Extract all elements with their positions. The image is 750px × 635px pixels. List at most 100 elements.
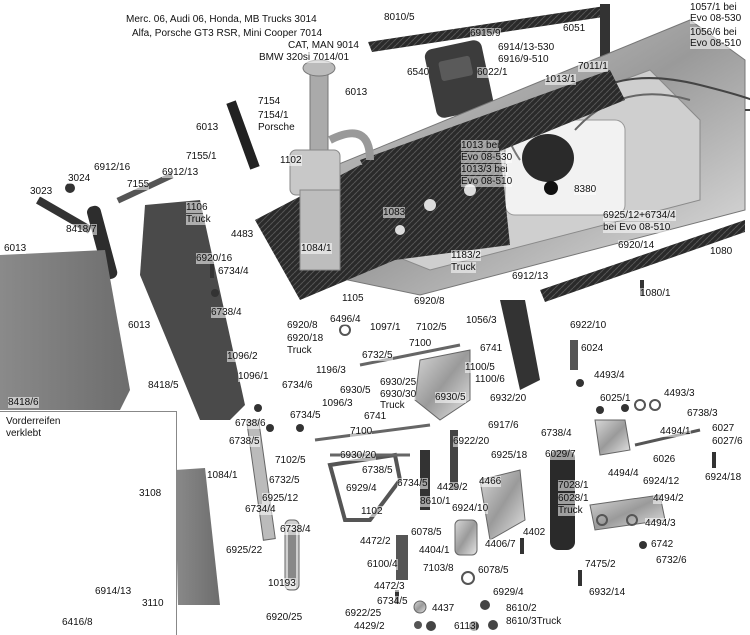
part-label-4472-2: 4472/2 [360,536,391,547]
part-label-truck-4: Truck [380,400,405,411]
inset-title-line2: verklebt [6,428,42,439]
part-label-7028-1: 7028/1 [558,480,589,491]
part-label-6741-a: 6741 [480,343,503,354]
inset-title: Vorderreifen verklebt [6,416,60,440]
part-label-4472-3: 4472/3 [374,581,405,592]
part-label-6920-8-a: 6920/8 [414,296,445,307]
part-label-4493-3: 4493/3 [664,388,695,399]
part-label-1097-1: 1097/1 [370,322,401,333]
part-label-1084-1-b: 1084/1 [207,470,238,481]
part-label-6925-22: 6925/22 [226,545,263,556]
part-label-1102-a: 1102 [280,155,302,166]
carbon-rail-1080 [540,220,745,302]
part-label-6912-13-b: 6912/13 [512,271,549,282]
battery-box [424,40,494,118]
part-label-6912-13-a: 6912/13 [162,167,199,178]
part-label-8610-3-truck: 8610/3Truck [506,616,562,627]
part-label-6022-1: 6022/1 [477,67,508,78]
part-label-1183-2: 1183/2 [451,250,481,261]
part-label-6930-30: 6930/30 [380,389,417,400]
part-label-6930-20: 6930/20 [340,450,377,461]
part-label-6738-4-c: 6738/4 [280,524,311,535]
part-label-6922-25: 6922/25 [345,608,382,619]
part-label-6734-4-a: 6734/4 [218,266,249,277]
part-label-evo-530: Evo 08-530 [461,152,513,163]
part-label-6732-5-a: 6732/5 [362,350,393,361]
part-label-6734-5-a: 6734/5 [290,410,321,421]
part-label-6929-4-a: 6929/4 [346,483,377,494]
part-label-1080: 1080 [710,246,733,257]
part-label-7155-1: 7155/1 [186,151,217,162]
part-label-6920-18: 6920/18 [287,333,324,344]
part-label-6013-c: 6013 [4,243,27,254]
part-label-6742: 6742 [651,539,674,550]
part-label-6924-10: 6924/10 [452,503,489,514]
part-label-1056-6-evo: Evo 08-510 [690,38,742,49]
part-label-4429-2-a: 4429/2 [437,482,468,493]
part-label-1013-1: 1013/1 [545,74,576,85]
part-label-7100-b: 7100 [350,426,373,437]
part-label-10193: 10193 [268,578,296,589]
part-label-6914-13: 6914/13 [95,586,132,597]
front-suspension [246,300,701,591]
part-label-3108: 3108 [139,488,162,499]
part-label-6734-6: 6734/6 [282,380,313,391]
part-label-6027: 6027 [712,423,735,434]
part-label-4429-2-b: 4429/2 [354,621,385,632]
part-label-1080-1: 1080/1 [640,288,671,299]
part-label-6078-5-a: 6078/5 [411,527,442,538]
part-label-1056-3: 1056/3 [466,315,497,326]
part-label-1100-6: 1100/6 [475,374,505,385]
part-label-6734-4-b: 6734/4 [245,504,276,515]
part-label-1013-3-bei: 1013/3 bei [461,164,508,175]
part-label-1056-6: 1056/6 bei [690,27,737,38]
part-label-6025-1: 6025/1 [600,393,631,404]
steering-assembly [289,59,374,271]
part-label-7100-a: 7100 [409,338,432,349]
part-label-1096-1: 1096/1 [238,371,269,382]
part-label-6113: 6113 [454,621,476,632]
part-label-6078-5-b: 6078/5 [478,565,509,576]
part-label-8610-1: 8610/1 [420,496,451,507]
part-label-6741-b: 6741 [364,411,387,422]
part-label-1105: 1105 [342,293,364,304]
part-label-1106: 1106 [186,202,208,213]
part-label-4404-1: 4404/1 [419,545,450,556]
part-label-6540: 6540 [407,67,430,78]
part-label-4494-2: 4494/2 [653,493,684,504]
part-label-8610-2: 8610/2 [506,603,537,614]
part-label-6930-25: 6930/25 [380,377,417,388]
part-label-4437: 4437 [432,603,455,614]
part-label-1057-1: 1057/1 bei [690,2,737,13]
part-label-6100-4: 6100/4 [367,559,398,570]
part-label-6013-b: 6013 [196,122,219,133]
bar-7154 [226,100,260,170]
part-label-6924-18: 6924/18 [705,472,742,483]
part-label-1083: 1083 [383,207,406,218]
part-label-6930-5-a: 6930/5 [340,385,371,396]
part-label-6932-20: 6932/20 [490,393,527,404]
part-label-7103-8: 7103/8 [423,563,454,574]
part-label-6027-6: 6027/6 [712,436,743,447]
part-label-evo-510: Evo 08-510 [461,176,513,187]
part-label-7475-2: 7475/2 [585,559,616,570]
bumper-8418-5 [140,200,245,420]
part-label-8418-7: 8418/7 [66,224,97,235]
foam-lower [175,468,220,605]
part-label-6013-d: 6013 [128,320,151,331]
part-label-6028-1: 6028/1 [558,493,589,504]
part-label-6922-20: 6922/20 [453,436,490,447]
part-label-6930-5-b: 6930/5 [435,392,466,403]
part-label-porsche: Porsche [258,122,295,133]
part-label-8418-6: 8418/6 [8,397,39,408]
part-label-4494-1: 4494/1 [660,426,691,437]
part-label-6912-16: 6912/16 [94,162,131,173]
part-label-1057-1-evo: Evo 08-530 [690,13,742,24]
part-label-6914-13-530: 6914/13-530 [498,42,555,53]
part-label-6738-5-a: 6738/5 [229,436,260,447]
part-label-6738-6: 6738/6 [235,418,266,429]
part-label-1102-b: 1102 [361,506,383,517]
part-label-7154: 7154 [258,96,281,107]
part-label-4493-4: 4493/4 [594,370,625,381]
